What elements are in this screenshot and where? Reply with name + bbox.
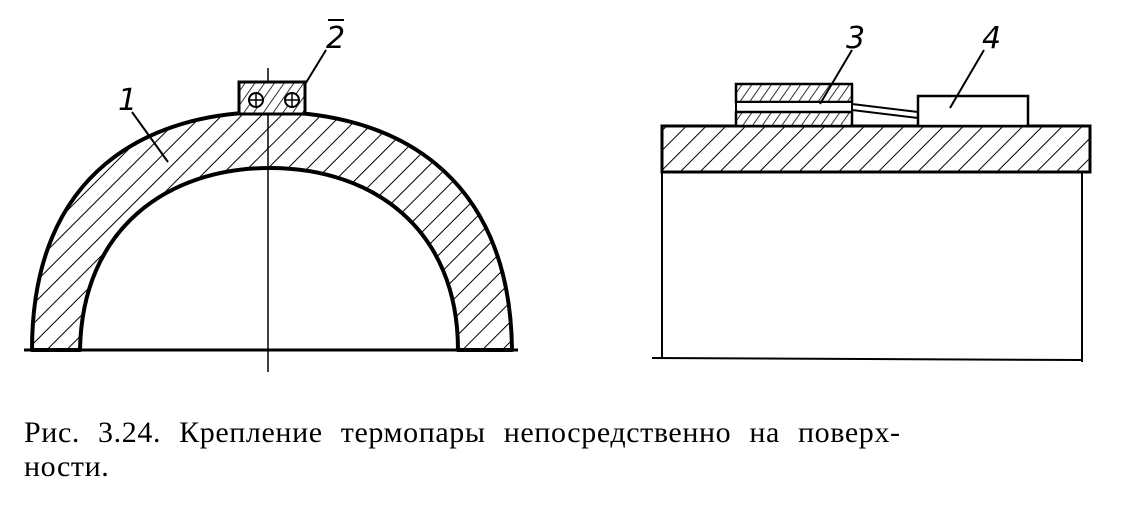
wire-crosssection-icon — [284, 92, 300, 108]
leader-line-1 — [131, 111, 169, 163]
flat-wall — [660, 124, 1092, 174]
arch-wall — [30, 110, 514, 352]
thermocouple-clamp — [237, 80, 307, 116]
callout-label-4: 4 — [982, 21, 1001, 56]
callout-label-3: 3 — [846, 21, 865, 56]
connector-block — [916, 94, 1030, 128]
leader-line-2 — [303, 49, 327, 87]
leader-line-3 — [819, 49, 853, 105]
callout-label-2: 2 — [326, 21, 345, 56]
figure-caption: Рис. 3.24. Крепление термопары непосредс… — [24, 416, 1104, 484]
thermocouple-plate — [734, 82, 854, 128]
thermocouple-lead — [851, 109, 919, 119]
caption-line-2: ности. — [24, 450, 110, 483]
thermocouple-lead — [851, 103, 919, 113]
caption-line-1: Рис. 3.24. Крепление термопары непосредс… — [24, 416, 901, 449]
arch-assembly: 1 2 — [24, 19, 518, 372]
leader-line-4 — [949, 49, 985, 109]
callout-label-1: 1 — [118, 83, 137, 118]
wire-crosssection-icon — [248, 92, 264, 108]
flat-assembly: 3 4 — [651, 21, 1092, 362]
